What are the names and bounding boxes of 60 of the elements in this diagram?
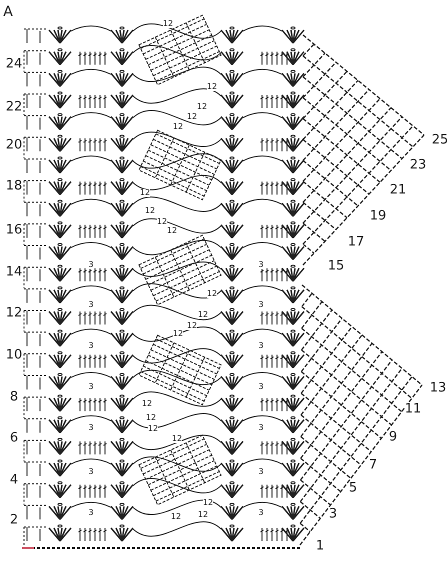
row-number: 11 <box>404 402 422 416</box>
stitch-count: 12 <box>170 513 182 521</box>
stitch-count: 3 <box>88 509 94 517</box>
stitch-count: 3 <box>258 301 264 309</box>
stitch-count: 12 <box>186 113 198 121</box>
row-number: 24 <box>6 58 22 70</box>
stitch-count: 12 <box>148 425 158 433</box>
row-number: 20 <box>6 138 22 152</box>
stitch-count: 3 <box>88 424 94 432</box>
stitch-count: 3 <box>88 468 94 476</box>
row-number: 3 <box>328 508 338 520</box>
stitch-count: 3 <box>258 383 264 391</box>
stitch-count: 12 <box>198 511 208 519</box>
stitch-count: 3 <box>258 261 264 269</box>
stitch-count: 12 <box>172 123 184 131</box>
stitch-count: 3 <box>88 342 94 350</box>
stitch-count: 12 <box>206 83 218 91</box>
stitch-count: 12 <box>186 322 198 330</box>
stitch-count: 12 <box>206 290 218 298</box>
row-number: 25 <box>432 134 447 146</box>
stitch-count: 12 <box>172 435 182 443</box>
stitch-count: 3 <box>258 509 264 517</box>
row-number: 2 <box>10 514 18 526</box>
stitch-count: 12 <box>196 103 208 111</box>
stitch-count: 12 <box>202 499 214 507</box>
row-number: 4 <box>10 474 18 486</box>
stitch-count: 12 <box>156 218 168 226</box>
row-number: 15 <box>328 260 344 272</box>
stitch-count: 12 <box>162 20 174 28</box>
stitch-count: 3 <box>258 342 264 350</box>
stitch-count: 12 <box>140 189 150 197</box>
stitch-count: 12 <box>198 311 208 319</box>
row-number: 7 <box>368 458 378 472</box>
stitch-count: 12 <box>142 400 152 408</box>
row-number: 10 <box>6 348 22 362</box>
row-number: 1 <box>316 540 324 552</box>
stitch-count: 3 <box>88 261 94 269</box>
stitch-count: 12 <box>146 414 156 422</box>
row-number: 18 <box>6 180 22 192</box>
row-number: 5 <box>348 482 358 494</box>
stitch-count: 12 <box>172 330 184 338</box>
row-number: 9 <box>388 430 398 444</box>
stitch-count: 12 <box>144 207 156 215</box>
row-number: 13 <box>430 382 446 394</box>
stitch-count: 3 <box>88 383 94 391</box>
row-number: 6 <box>10 432 18 444</box>
stitch-count: 12 <box>166 227 178 235</box>
row-number: 16 <box>6 224 22 236</box>
row-number: 14 <box>6 266 22 278</box>
row-number: 19 <box>370 210 386 222</box>
chart-letter: A <box>3 5 13 19</box>
stitch-count: 3 <box>258 468 264 476</box>
row-number: 23 <box>410 158 426 172</box>
row-number: 17 <box>348 236 364 248</box>
row-number: 21 <box>390 184 406 196</box>
row-number: 8 <box>10 390 18 404</box>
row-number: 12 <box>6 306 22 320</box>
row-number: 22 <box>6 100 22 114</box>
stitch-count: 3 <box>88 301 94 309</box>
stitch-count: 3 <box>258 424 264 432</box>
